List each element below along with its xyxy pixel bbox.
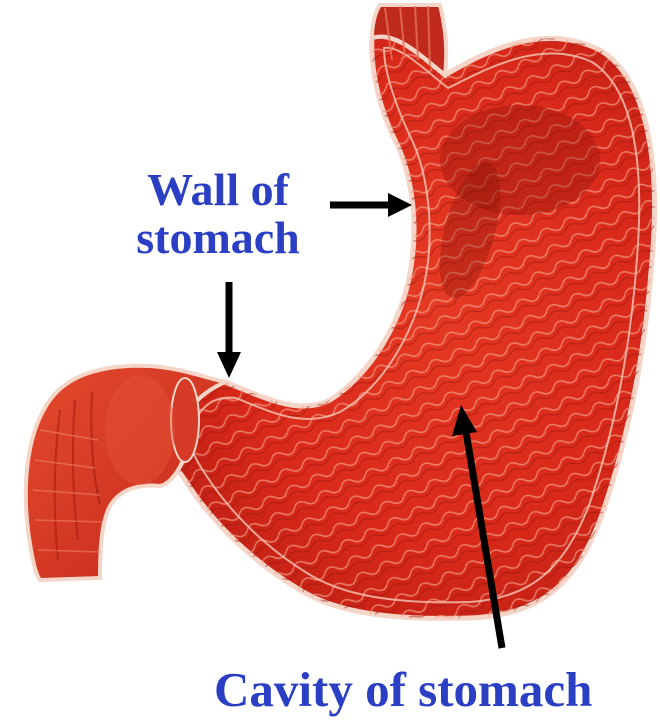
label-cavity-of-stomach: Cavity of stomach bbox=[214, 664, 634, 715]
label-wall-line2: stomach bbox=[128, 214, 308, 262]
label-wall-of-stomach: Wall of stomach bbox=[128, 166, 308, 263]
label-wall-line1: Wall of bbox=[128, 166, 308, 214]
arrow-wall-horizontal bbox=[330, 193, 412, 217]
arrow-wall-vertical bbox=[217, 282, 241, 378]
